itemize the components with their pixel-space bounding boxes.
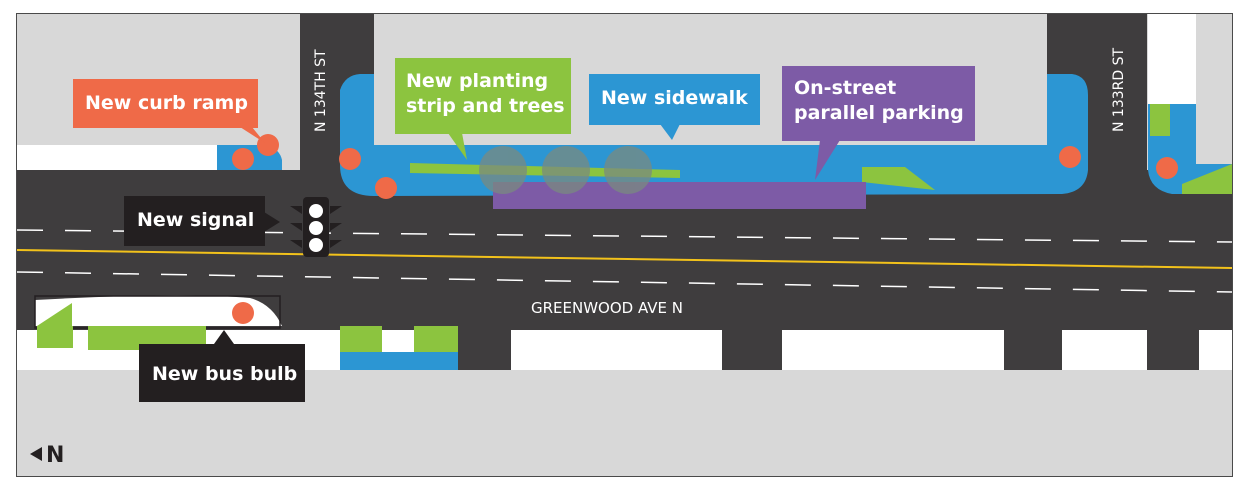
existing-sidewalk bbox=[17, 145, 217, 170]
planting-south bbox=[340, 326, 382, 352]
label-new-bus-bulb-text: New bus bulb bbox=[152, 363, 298, 385]
street-label-n133: N 133RD ST bbox=[1111, 48, 1127, 132]
planting-south bbox=[37, 326, 73, 348]
lane-dashes-south bbox=[16, 271, 1233, 293]
callout-pointer bbox=[448, 133, 467, 160]
driveway bbox=[722, 326, 782, 370]
label-parking-line2: parallel parking bbox=[794, 102, 964, 124]
tree-icons bbox=[479, 146, 652, 194]
callout-pointer bbox=[214, 330, 234, 344]
triangle-left-icon bbox=[30, 447, 42, 461]
callout-pointer bbox=[815, 140, 840, 180]
existing-sidewalk-east-2 bbox=[1196, 14, 1232, 164]
street-label-n134: N 134TH ST bbox=[313, 49, 329, 132]
label-new-signal-text: New signal bbox=[137, 209, 255, 231]
planting-east bbox=[1150, 104, 1170, 136]
callout-pointer bbox=[264, 212, 280, 232]
planting-bus-bulb bbox=[37, 303, 72, 326]
sidewalk-south bbox=[340, 352, 458, 370]
driveway bbox=[1004, 326, 1062, 370]
new-sidewalk-area bbox=[340, 74, 1088, 196]
planting-east bbox=[1182, 164, 1232, 194]
center-line bbox=[16, 249, 1233, 269]
label-new-curb-ramp-text: New curb ramp bbox=[85, 92, 248, 114]
label-new-signal: New signal bbox=[124, 196, 265, 246]
bus-bulb bbox=[35, 295, 282, 326]
street-label-greenwood: GREENWOOD AVE N bbox=[531, 299, 683, 317]
driveway bbox=[1147, 326, 1199, 370]
driveway bbox=[457, 326, 511, 370]
label-new-planting-line1: New planting bbox=[406, 70, 549, 92]
traffic-signal-icon bbox=[290, 197, 342, 257]
label-new-curb-ramp: New curb ramp bbox=[73, 79, 258, 128]
planting-strip-2 bbox=[862, 167, 935, 190]
north-arrow-label: N bbox=[46, 443, 64, 468]
label-on-street-parking: On-street parallel parking bbox=[782, 66, 975, 141]
label-parking-line1: On-street bbox=[794, 77, 897, 99]
label-new-planting: New planting strip and trees bbox=[395, 58, 571, 134]
curb-ramp-markers bbox=[232, 134, 1178, 324]
callout-pointer bbox=[660, 124, 680, 140]
existing-sidewalk-east bbox=[1148, 14, 1196, 104]
planting-south bbox=[414, 326, 458, 352]
label-new-planting-line2: strip and trees bbox=[406, 95, 565, 117]
label-new-bus-bulb: New bus bulb bbox=[139, 344, 305, 402]
label-new-sidewalk: New sidewalk bbox=[589, 74, 760, 125]
label-new-sidewalk-text: New sidewalk bbox=[601, 87, 748, 109]
callout-pointer bbox=[240, 127, 265, 143]
